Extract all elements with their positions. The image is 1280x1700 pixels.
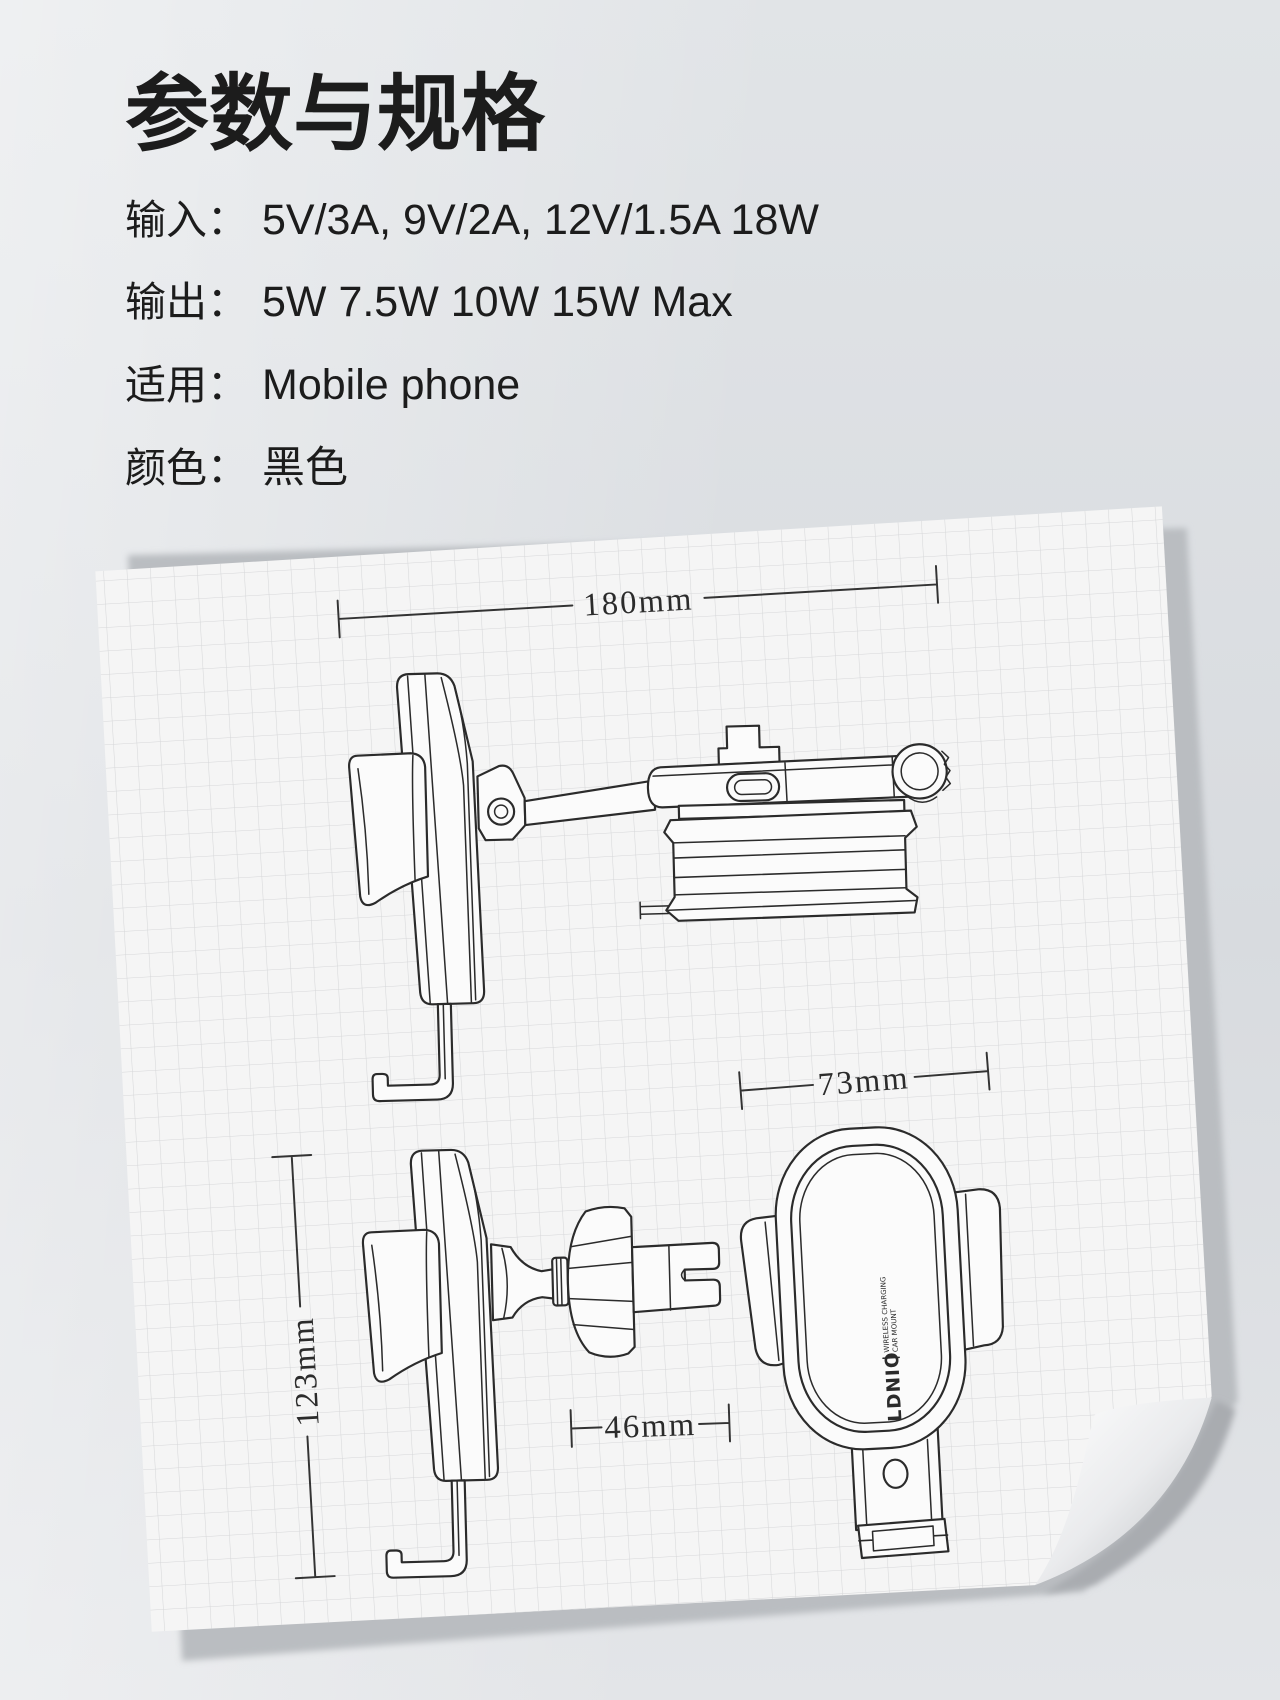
front-foot-detail bbox=[858, 1525, 949, 1552]
spec-label: 适用： bbox=[125, 361, 248, 409]
bottom-hook-edge bbox=[442, 1004, 446, 1080]
product-marking-line2: CAR MOUNT bbox=[889, 1308, 900, 1352]
dimension-width: 73mm bbox=[738, 1051, 991, 1110]
spec-label: 颜色： bbox=[125, 444, 248, 492]
spec-row-compatibility: 适用： Mobile phone bbox=[125, 360, 1025, 410]
dimension-depth-label: 46mm bbox=[604, 1407, 697, 1446]
lock-knob-ridges bbox=[567, 1235, 635, 1331]
front-foot bbox=[857, 1517, 950, 1560]
spec-label: 输出： bbox=[125, 278, 248, 326]
front-arm-edges bbox=[764, 1193, 975, 1362]
side-arm-edge bbox=[357, 754, 416, 895]
dimension-width-label: 73mm bbox=[817, 1060, 911, 1103]
release-slot-inner bbox=[733, 779, 773, 796]
page-title: 参数与规格 bbox=[125, 65, 546, 163]
page-curl bbox=[1035, 1397, 1212, 1586]
spec-label: 输入： bbox=[125, 196, 248, 244]
spec-value: 5V/3A, 9V/2A, 12V/1.5A 18W bbox=[262, 196, 819, 244]
page-curl-shadow bbox=[1042, 1400, 1236, 1594]
spec-value: 黑色 bbox=[262, 444, 348, 492]
front-stem-knob bbox=[882, 1458, 909, 1489]
brand-logo: LDNIO bbox=[882, 1351, 907, 1422]
dimension-height-line bbox=[271, 1154, 336, 1580]
ball-joint-edge bbox=[501, 1247, 509, 1319]
front-stem-edges bbox=[861, 1438, 933, 1529]
spec-row-output: 输出： 5W 7.5W 10W 15W Max bbox=[125, 277, 1025, 327]
dimension-width-line bbox=[738, 1051, 991, 1110]
spec-row-input: 输入： 5V/3A, 9V/2A, 12V/1.5A 18W bbox=[125, 195, 1025, 245]
joint-collar-ribs bbox=[555, 1258, 563, 1306]
clip-tab bbox=[717, 724, 781, 766]
clamp-disc bbox=[663, 809, 919, 922]
side-view-upper bbox=[348, 672, 952, 1103]
charging-pad-face bbox=[799, 1152, 943, 1424]
dimension-height: 123mm bbox=[271, 1154, 336, 1580]
dimension-length: 180mm bbox=[336, 565, 940, 639]
adjust-knob-grip bbox=[905, 750, 952, 803]
dimension-height-label: 123mm bbox=[285, 1315, 327, 1427]
pivot-ring bbox=[487, 797, 516, 826]
side-view-lower bbox=[359, 1147, 722, 1580]
adjust-knob bbox=[891, 743, 948, 800]
charging-pad-inner bbox=[790, 1143, 952, 1433]
side-arm bbox=[348, 752, 430, 907]
spec-value: 5W 7.5W 10W 15W Max bbox=[262, 278, 733, 326]
grid-lines bbox=[95, 506, 1212, 1632]
pivot-hole bbox=[493, 804, 509, 819]
adjust-knob-inner bbox=[900, 752, 939, 791]
extension-arm bbox=[523, 779, 657, 827]
clamp-disc-ridges bbox=[639, 834, 917, 920]
product-marking-line1: WIRELESS CHARGING bbox=[878, 1276, 891, 1352]
dimension-depth-line bbox=[569, 1403, 731, 1448]
spec-row-color: 颜色： 黑色 bbox=[125, 443, 1025, 493]
dimension-length-line bbox=[336, 565, 940, 639]
vent-clip-edges bbox=[668, 1244, 686, 1311]
phone-cradle-side bbox=[348, 672, 486, 1103]
spec-value: Mobile phone bbox=[262, 361, 521, 409]
dimension-length-label: 180mm bbox=[582, 581, 694, 623]
bottom-hook bbox=[371, 1002, 454, 1103]
brand-separator bbox=[882, 1356, 900, 1359]
dimension-depth: 46mm bbox=[569, 1403, 731, 1448]
clip-body bbox=[646, 754, 919, 809]
front-view: LDNIO WIRELESS CHARGING CAR MOUNT bbox=[739, 1126, 1004, 1560]
